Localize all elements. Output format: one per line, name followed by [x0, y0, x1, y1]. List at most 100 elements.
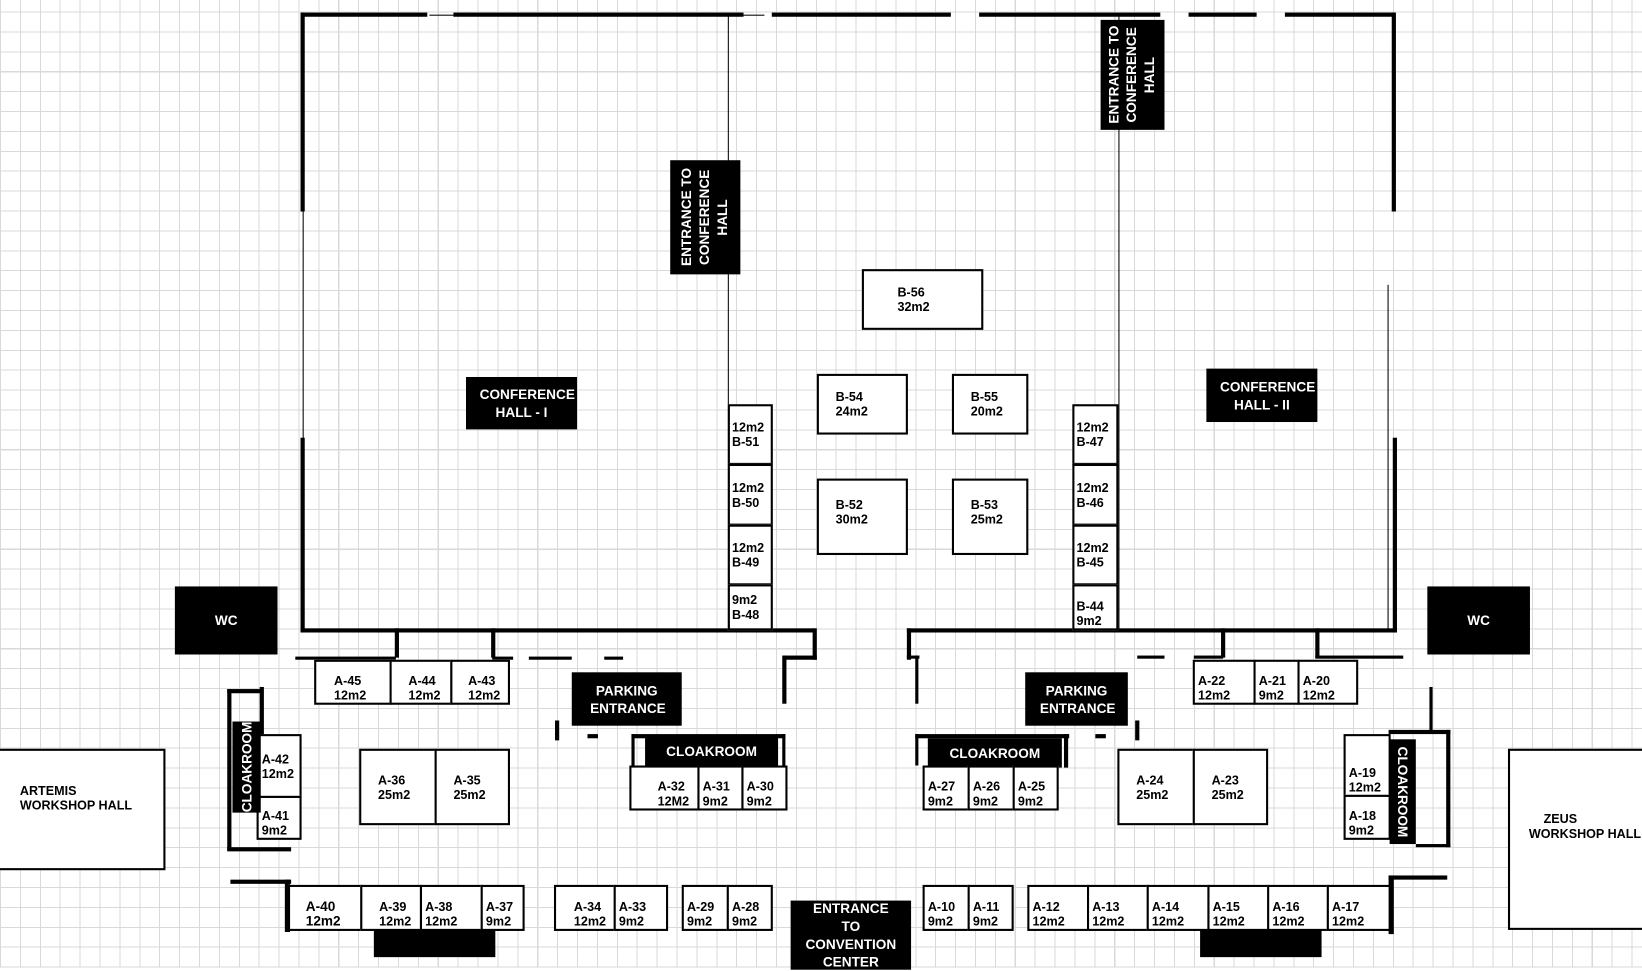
cloakroom-east[interactable]: CLOAKROOM [1389, 739, 1416, 845]
entrance-to-convention-center[interactable]: ENTRANCE TO CONVENTION CENTER [790, 900, 912, 970]
cloakroom-center-left[interactable]: CLOAKROOM [645, 737, 779, 766]
booth-size: 9m2 [618, 914, 645, 929]
parking-label: PARKING ENTRANCE [590, 682, 666, 716]
booth-size: 9m2 [686, 914, 713, 929]
black-bar [373, 929, 496, 958]
parking-entrance-right[interactable]: PARKING ENTRANCE [1025, 672, 1128, 726]
cloakroom-west[interactable]: CLOAKROOM [232, 721, 261, 813]
booth-size: 32m2 [897, 299, 930, 315]
booth-size: 9m2 [1017, 793, 1044, 809]
booth-id: A-42 [261, 751, 290, 767]
booth-size: 12m2 [731, 480, 765, 495]
conference-hall-2[interactable]: CONFERENCE HALL - II [1206, 368, 1318, 423]
conference-hall-1[interactable]: CONFERENCE HALL - I [466, 376, 578, 430]
cloakroom-center-right[interactable]: CLOAKROOM [927, 738, 1062, 768]
entrance-to-conference-hall-left[interactable]: ENTRANCE TO CONFERENCE HALL [670, 160, 741, 275]
booth-size: 12m2 [1092, 914, 1125, 929]
booth-size: 12m2 [261, 766, 294, 781]
wall [1388, 729, 1451, 735]
wall [259, 686, 264, 738]
booth-size: 12m2 [305, 913, 341, 929]
booth-size: 12m2 [1197, 688, 1231, 703]
booth-id: B-52 [835, 497, 863, 513]
booth-id: A-18 [1348, 808, 1377, 824]
booth-id: A-12 [1032, 899, 1060, 915]
booth-id: A-22 [1197, 673, 1226, 689]
wall [1135, 720, 1140, 741]
booth-size: 30m2 [835, 512, 868, 527]
parking-entrance-left[interactable]: PARKING ENTRANCE [571, 672, 682, 726]
booth-size: 12m2 [379, 914, 412, 929]
booth-size: 9m2 [261, 823, 287, 838]
wall [429, 14, 765, 16]
booth-size: 9m2 [927, 914, 953, 929]
booth-size: 20m2 [970, 404, 1003, 419]
wc-label: WC [214, 612, 238, 629]
wall [300, 437, 305, 633]
booth-size: 9m2 [746, 793, 772, 809]
wall [1446, 729, 1451, 848]
booth-id: B-55 [970, 389, 998, 405]
wall [915, 734, 1070, 739]
wc-right[interactable]: WC [1427, 586, 1530, 655]
booth-id: A-10 [927, 899, 956, 915]
wall [302, 209, 304, 440]
booth-size: 9m2 [1076, 613, 1102, 629]
booth-id: A-40 [305, 898, 336, 915]
wall [783, 655, 817, 660]
entrance-to-conference-hall-right[interactable]: ENTRANCE TO CONFERENCE HALL [1100, 19, 1165, 130]
wc-left[interactable]: WC [174, 586, 278, 655]
